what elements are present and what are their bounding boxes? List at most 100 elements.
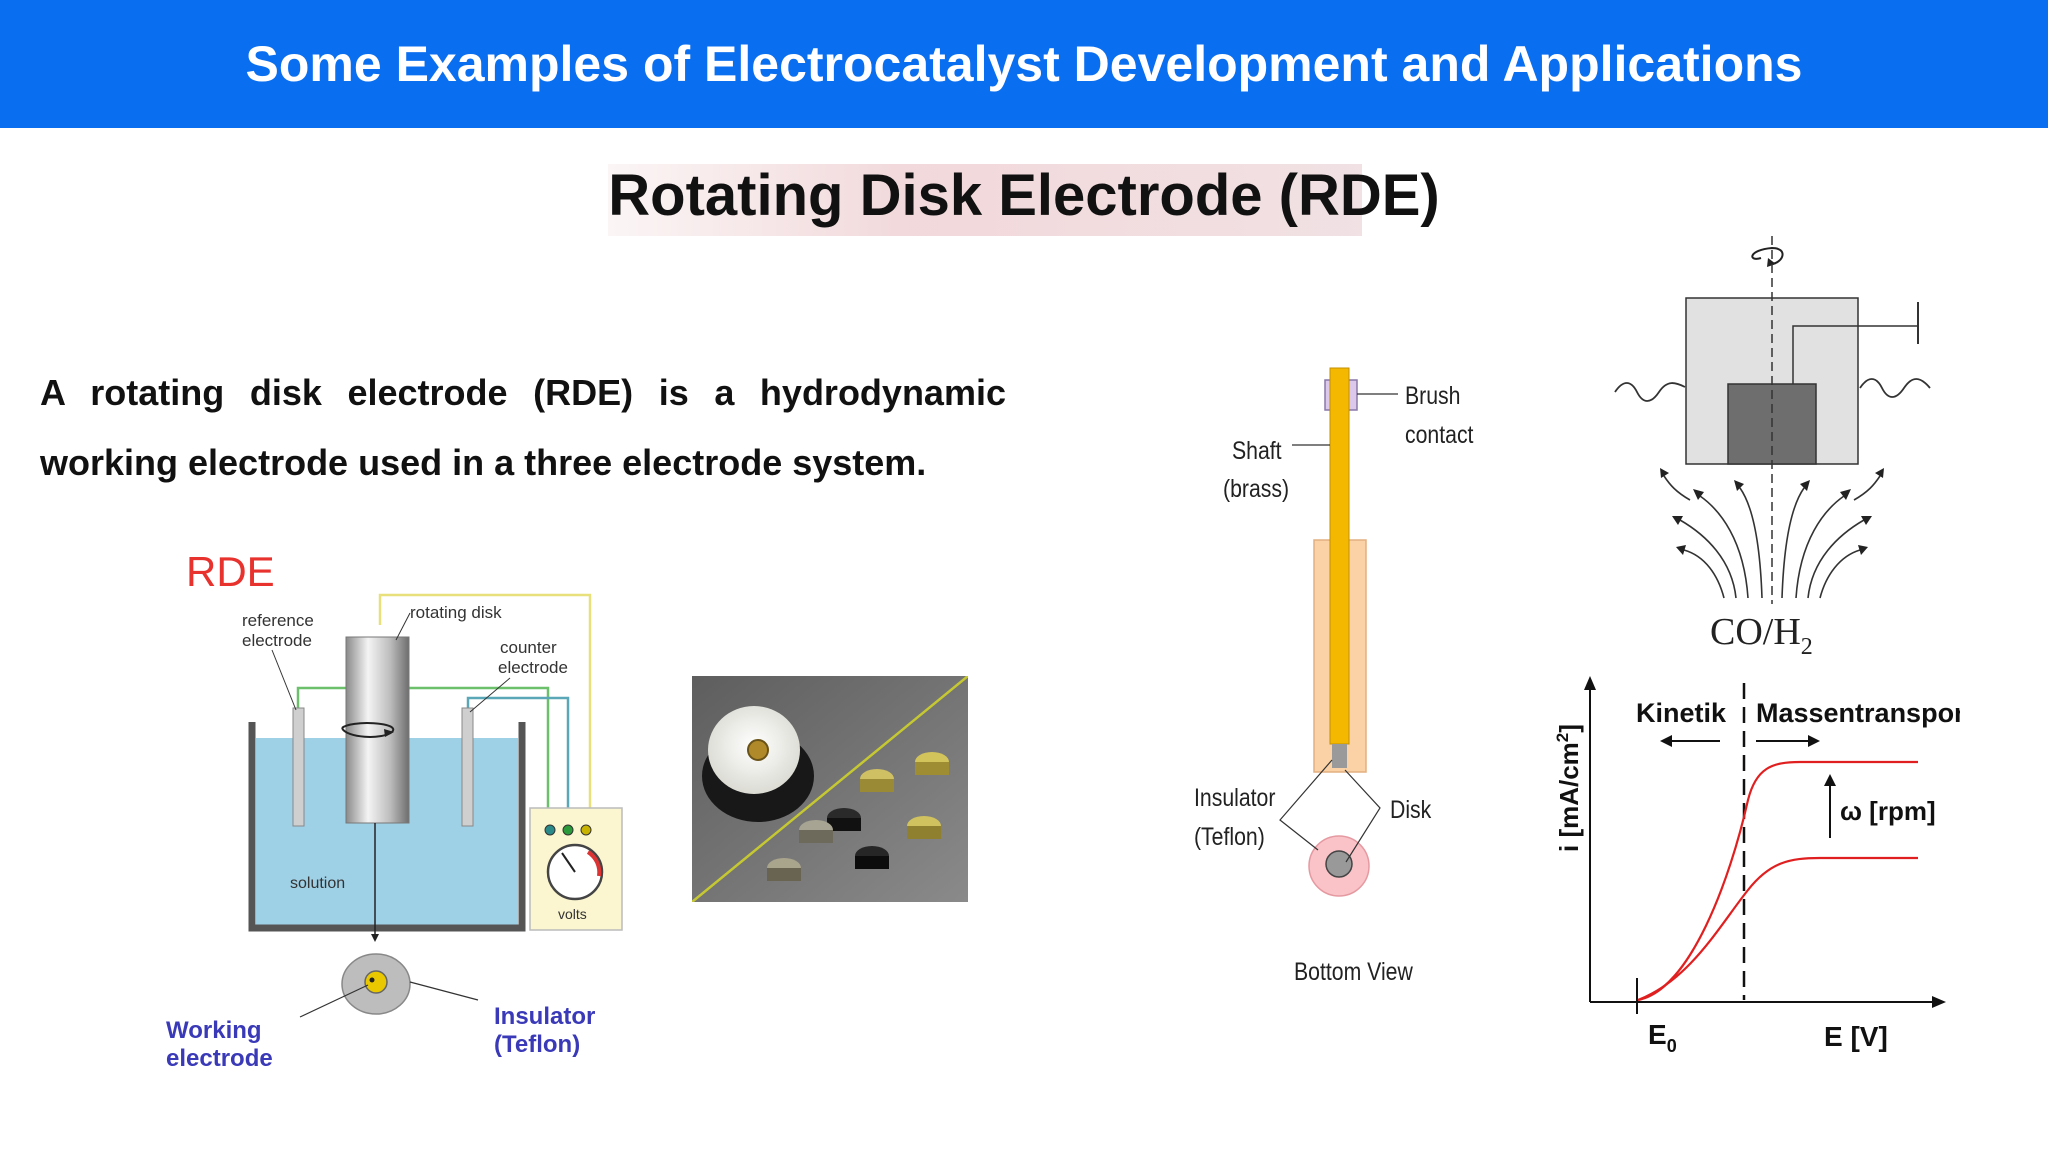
rotation-arrowhead-icon bbox=[384, 729, 394, 737]
wave-right bbox=[1859, 378, 1931, 398]
brush-label-1: Brush bbox=[1405, 381, 1460, 409]
gas-label-main: CO/H bbox=[1710, 611, 1801, 653]
flow-line-3 bbox=[1679, 519, 1737, 599]
header-bar: Some Examples of Electrocatalyst Develop… bbox=[0, 0, 2048, 128]
photo-diagonal bbox=[692, 676, 968, 902]
omega-arrowhead-icon bbox=[1824, 774, 1836, 786]
working-electrode-disk bbox=[364, 970, 388, 994]
e0-label-sub: 0 bbox=[1667, 1036, 1677, 1056]
wire-yellow bbox=[378, 593, 592, 820]
terminal-yellow bbox=[580, 824, 592, 836]
reference-electrode bbox=[292, 707, 305, 827]
wire-green-ref bbox=[296, 686, 550, 820]
insulator-leader bbox=[409, 981, 479, 1001]
pellet-3-side bbox=[827, 818, 861, 831]
flow-arrowhead-icon bbox=[1660, 468, 1669, 478]
subtitle-container: Rotating Disk Electrode (RDE) bbox=[0, 162, 2048, 229]
rotating-disk-leader bbox=[395, 612, 411, 641]
flow-diagram: CO/H2 bbox=[1614, 236, 1931, 660]
rotating-disk-label: rotating disk bbox=[410, 603, 502, 622]
flow-line-8 bbox=[1819, 549, 1861, 599]
shaft-disk-tip bbox=[1332, 744, 1347, 768]
insulator-label-b: (Teflon) bbox=[1194, 822, 1265, 850]
flow-line-5 bbox=[1781, 487, 1805, 599]
solution-label: solution bbox=[290, 875, 345, 892]
pellet-2-side bbox=[860, 779, 894, 792]
reference-electrode-label-1: reference bbox=[242, 611, 314, 630]
rde-schematic: RDE volts reference electrode rotating d… bbox=[166, 548, 623, 1072]
shaft-diagram: Brush contact Shaft (brass) Insulator (T… bbox=[1194, 367, 1474, 985]
flow-arrowhead-icon bbox=[1858, 545, 1868, 555]
transport-arrowhead-icon bbox=[1808, 735, 1820, 747]
rde-title: RDE bbox=[186, 548, 275, 595]
counter-electrode bbox=[461, 707, 474, 827]
pellet-5-side bbox=[799, 830, 833, 843]
bottom-view-disk bbox=[1325, 850, 1353, 878]
working-leader bbox=[299, 984, 369, 1018]
flow-lines bbox=[1663, 475, 1881, 599]
beaker bbox=[248, 722, 526, 932]
reference-leader bbox=[271, 649, 297, 711]
disk-label: Disk bbox=[1390, 795, 1432, 823]
subtitle-highlight bbox=[608, 164, 1362, 236]
gas-label-sub: 2 bbox=[1801, 634, 1813, 660]
flow-line-6 bbox=[1795, 495, 1845, 599]
wave-left bbox=[1614, 382, 1686, 402]
transport-label: Massentransport bbox=[1756, 698, 1960, 728]
electrode-photo bbox=[692, 676, 968, 902]
insulator-label-1: Insulator bbox=[494, 1003, 595, 1030]
counter-electrode-label-1: counter bbox=[500, 638, 557, 657]
page-title: Some Examples of Electrocatalyst Develop… bbox=[245, 36, 1803, 92]
rotating-disk-cylinder bbox=[345, 636, 410, 824]
flow-line-4 bbox=[1683, 549, 1725, 599]
brush-label-2: contact bbox=[1405, 420, 1474, 448]
flow-arrowhead-icon bbox=[1875, 468, 1884, 478]
flow-arrowhead-icon bbox=[1800, 480, 1810, 491]
terminal-green bbox=[562, 824, 574, 836]
y-axis-arrow-icon bbox=[1584, 676, 1596, 690]
brass-shaft bbox=[1329, 367, 1350, 745]
curve-low-rpm bbox=[1637, 856, 1918, 1002]
disk-center-dot bbox=[369, 977, 375, 983]
working-electrode-label-2: electrode bbox=[166, 1045, 273, 1072]
flow-arrowheads bbox=[1660, 468, 1884, 555]
flow-line-10 bbox=[1853, 475, 1881, 501]
curve-high-rpm bbox=[1637, 760, 1918, 1002]
insulator-label-a: Insulator bbox=[1194, 783, 1276, 811]
insulator-label-2: (Teflon) bbox=[494, 1031, 580, 1058]
e0-label-main: E bbox=[1648, 1019, 1667, 1050]
working-electrode-label-1: Working bbox=[166, 1017, 262, 1044]
y-axis-label-sup: 2 bbox=[1553, 733, 1572, 742]
iv-chart: Kinetik Massentransport ω [rpm] i [mA/cm… bbox=[1553, 676, 1960, 1056]
flow-line-1 bbox=[1739, 487, 1763, 599]
rotation-arrowhead-icon bbox=[1767, 258, 1776, 267]
flow-arrowhead-icon bbox=[1672, 516, 1683, 525]
kinetic-arrowhead-icon bbox=[1660, 735, 1672, 747]
wire-teal-counter bbox=[466, 696, 570, 820]
counter-electrode-label-2: electrode bbox=[498, 658, 568, 677]
pellet-1-side bbox=[915, 762, 949, 775]
shaft-label-2: (brass) bbox=[1223, 474, 1289, 502]
reference-electrode-label-2: electrode bbox=[242, 631, 312, 650]
electrode-center-gold bbox=[747, 739, 769, 761]
y-axis-label: i [mA/cm2] bbox=[1553, 724, 1584, 852]
section-subtitle: Rotating Disk Electrode (RDE) bbox=[608, 163, 1440, 228]
pellet-4-side bbox=[907, 826, 941, 839]
flow-line-2 bbox=[1699, 495, 1749, 599]
flow-arrowhead-icon bbox=[1861, 516, 1872, 525]
flow-line-9 bbox=[1663, 475, 1691, 501]
flow-arrowhead-icon bbox=[1676, 545, 1686, 555]
shaft-label-1: Shaft bbox=[1232, 436, 1282, 464]
dial-needle bbox=[561, 852, 576, 873]
intro-paragraph: A rotating disk electrode (RDE) is a hyd… bbox=[40, 372, 1006, 483]
dial-red-zone bbox=[586, 850, 602, 877]
bottom-view-label: Bottom View bbox=[1294, 957, 1413, 985]
omega-label: ω [rpm] bbox=[1840, 796, 1936, 826]
counter-leader bbox=[469, 677, 511, 713]
kinetic-label: Kinetik bbox=[1636, 698, 1727, 728]
pellet-7-side bbox=[767, 868, 801, 881]
flow-arrowhead-icon bbox=[1840, 489, 1851, 500]
flow-arrowhead-icon bbox=[1693, 489, 1704, 500]
contact-wire bbox=[1792, 325, 1918, 384]
e0-label: E0 bbox=[1648, 1019, 1677, 1056]
